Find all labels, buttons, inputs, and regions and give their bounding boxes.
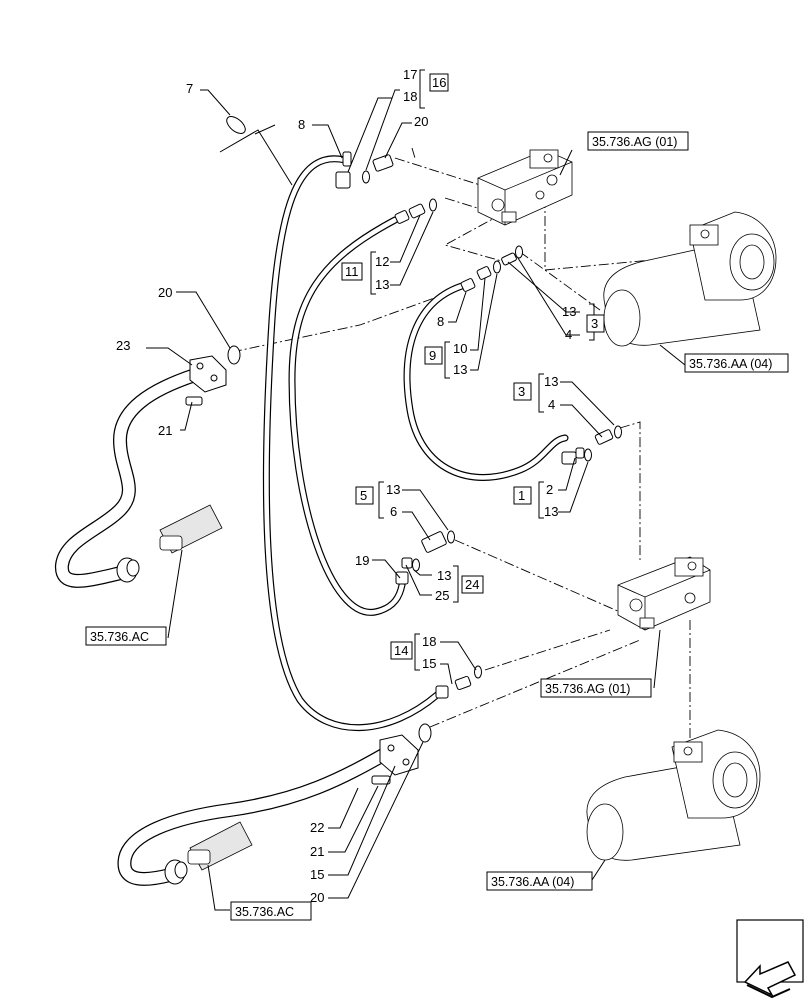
callout-11-box <box>341 262 363 281</box>
valve-bottom <box>617 556 711 631</box>
lower-pipe <box>117 723 432 886</box>
callout-15-b: 15 <box>310 867 324 882</box>
callout-3: 3 <box>591 316 598 331</box>
callout-11: 11 <box>345 264 359 279</box>
ref-pipe-bottom-box <box>230 901 312 921</box>
callout-16: 16 <box>432 75 446 90</box>
ref-valve-bottom-box <box>540 678 652 698</box>
callout-17: 17 <box>403 67 417 82</box>
callout-5-box <box>355 486 374 505</box>
reference-boxes: 35.736.AG (01) 35.736.AA (04) 35.736.AC … <box>85 131 789 921</box>
callout-22: 22 <box>310 820 324 835</box>
callout-13-mid: 13 <box>453 362 467 377</box>
leader-lines <box>146 89 686 911</box>
ref-cylinder-top: 35.736.AA (04) <box>689 357 772 371</box>
callout-14: 14 <box>394 643 408 658</box>
callout-8: 8 <box>298 117 305 132</box>
callout-5: 5 <box>360 488 367 503</box>
callout-labels: 7 17 18 16 8 20 12 13 11 8 13 4 3 10 13 … <box>116 67 605 905</box>
brackets <box>370 69 595 671</box>
callout-4: 4 <box>565 327 572 342</box>
fittings <box>226 116 622 699</box>
ref-pipe-bottom: 35.736.AC <box>235 905 294 919</box>
callout-1: 1 <box>518 488 525 503</box>
callout-20-b: 20 <box>310 890 324 905</box>
callout-13-r2: 13 <box>544 374 558 389</box>
callout-13: 13 <box>375 277 389 292</box>
callout-20: 20 <box>414 114 428 129</box>
callout-21: 21 <box>158 423 172 438</box>
callout-8-mid: 8 <box>437 314 444 329</box>
callout-7: 7 <box>186 81 193 96</box>
callout-13-right: 13 <box>562 304 576 319</box>
callout-9: 9 <box>429 348 436 363</box>
callout-24-box <box>461 575 484 594</box>
callout-6: 6 <box>390 504 397 519</box>
callout-3-r2: 3 <box>518 384 525 399</box>
callout-13-c: 13 <box>386 482 400 497</box>
callout-18-b: 18 <box>422 634 436 649</box>
ref-cylinder-top-box <box>684 353 789 373</box>
callout-9-box <box>424 346 443 365</box>
ref-pipe-left: 35.736.AC <box>90 630 149 644</box>
ref-cylinder-bottom: 35.736.AA (04) <box>491 875 574 889</box>
callout-21-b: 21 <box>310 844 324 859</box>
callout-3-box <box>586 314 605 333</box>
callout-16-box <box>429 73 449 92</box>
hoses <box>262 155 569 731</box>
ref-cylinder-bottom-box <box>486 871 593 891</box>
callout-25: 25 <box>435 588 449 603</box>
callout-2: 2 <box>546 482 553 497</box>
callout-18: 18 <box>403 89 417 104</box>
callout-13-r3: 13 <box>544 504 558 519</box>
cylinder-bottom <box>586 729 761 861</box>
callout-15: 15 <box>422 656 436 671</box>
callout-10: 10 <box>453 341 467 356</box>
upper-pipe <box>55 355 227 588</box>
callout-23: 23 <box>116 338 130 353</box>
ref-valve-top-box <box>587 131 689 151</box>
callout-20-left: 20 <box>158 285 172 300</box>
callout-14-box <box>390 641 413 660</box>
ref-valve-bottom: 35.736.AG (01) <box>545 682 630 696</box>
center-lines <box>231 147 706 750</box>
valve-top <box>477 149 573 226</box>
callout-12: 12 <box>375 254 389 269</box>
ref-valve-top: 35.736.AG (01) <box>592 135 677 149</box>
callout-13-d: 13 <box>437 568 451 583</box>
direction-arrow-icon[interactable] <box>736 919 804 999</box>
callout-24: 24 <box>465 577 479 592</box>
cylinder-top <box>603 211 777 347</box>
ref-pipe-left-box <box>85 626 167 646</box>
callout-3-box-2 <box>513 382 532 401</box>
callout-1-box <box>513 486 532 505</box>
callout-19: 19 <box>355 553 369 568</box>
callout-4-r2: 4 <box>548 397 555 412</box>
